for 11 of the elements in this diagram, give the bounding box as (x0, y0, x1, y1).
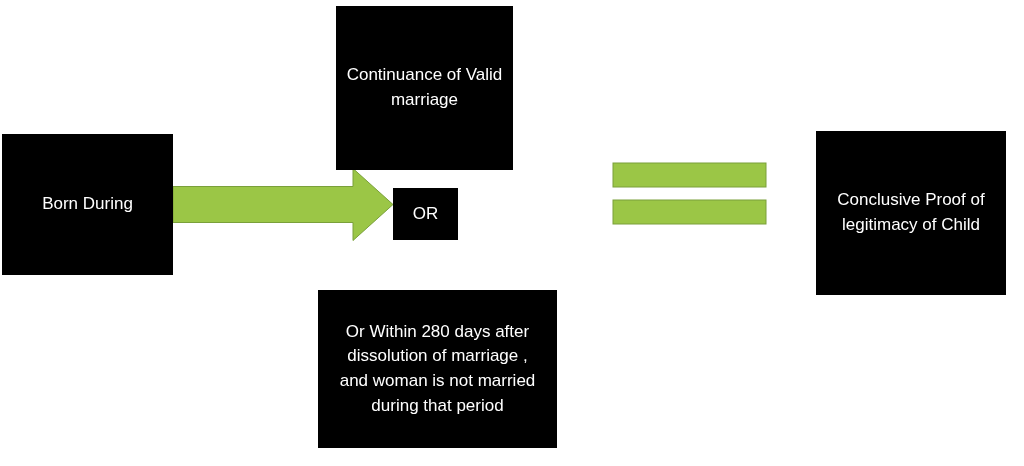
block-arrow (172, 168, 394, 241)
box-text: OR (412, 202, 439, 225)
text-box (336, 6, 513, 170)
text-box (318, 290, 557, 448)
text-box (393, 188, 458, 240)
text-box (2, 134, 173, 275)
text-box (816, 131, 1006, 295)
box-text: Born During (42, 193, 133, 216)
box-text: Continuance of Valid marriage (345, 64, 504, 111)
box-text: Or Within 280 days after dissolution of marriage , and woman is not married during that period (338, 320, 537, 417)
box-text: Conclusive Proof of legitimacy of Child (836, 189, 986, 236)
